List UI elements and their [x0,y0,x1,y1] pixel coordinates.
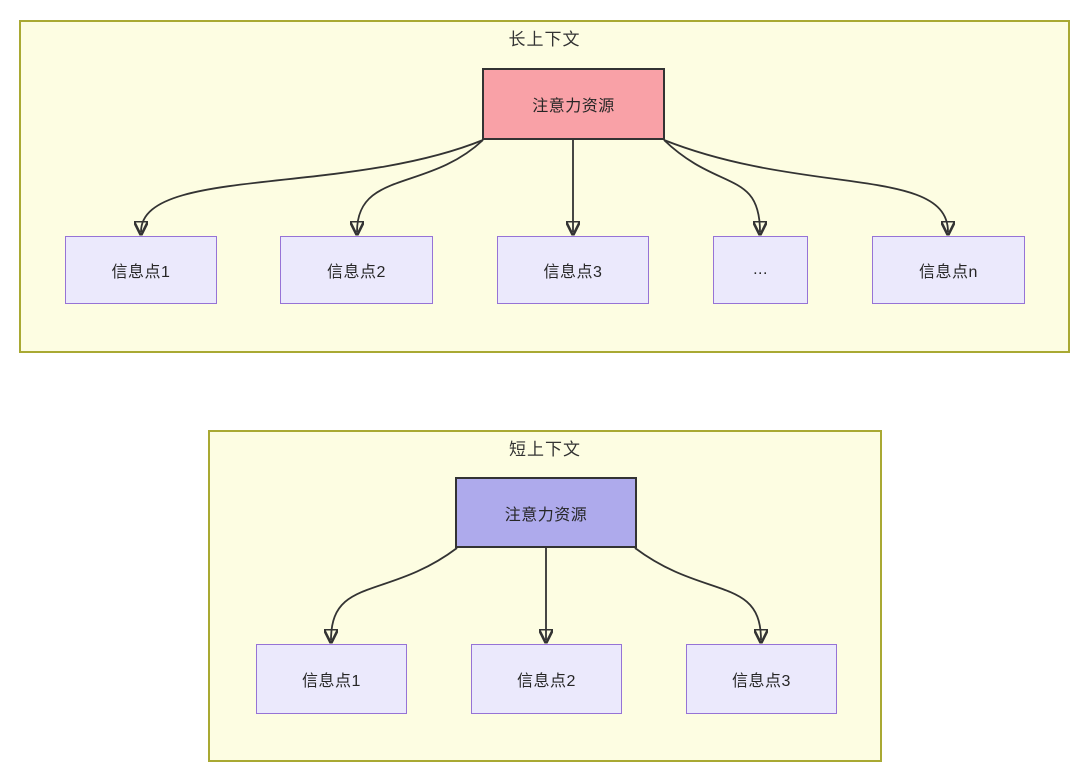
info-node: 信息点3 [686,644,837,714]
node-label: 信息点n [919,264,978,281]
group-title: 长上下文 [508,30,581,49]
info-node: 信息点1 [65,236,217,304]
node-label: 信息点3 [732,673,791,690]
info-node: 信息点n [872,236,1025,304]
group-title: 短上下文 [509,440,581,459]
info-node: 信息点1 [256,644,407,714]
node-label: 注意力资源 [532,98,615,115]
attention-resource-node: 注意力资源 [482,68,665,140]
info-node-ellipsis: ... [713,236,808,304]
attention-resource-node: 注意力资源 [455,477,637,548]
node-label: 注意力资源 [504,506,588,524]
info-node: 信息点2 [280,236,433,304]
node-label: 信息点3 [543,264,603,281]
node-label: ... [753,261,768,278]
node-label: 信息点2 [327,264,386,281]
node-label: 信息点2 [517,673,576,690]
node-label: 信息点1 [111,264,171,281]
info-node: 信息点3 [497,236,649,304]
node-label: 信息点1 [302,673,361,690]
info-node: 信息点2 [471,644,622,714]
